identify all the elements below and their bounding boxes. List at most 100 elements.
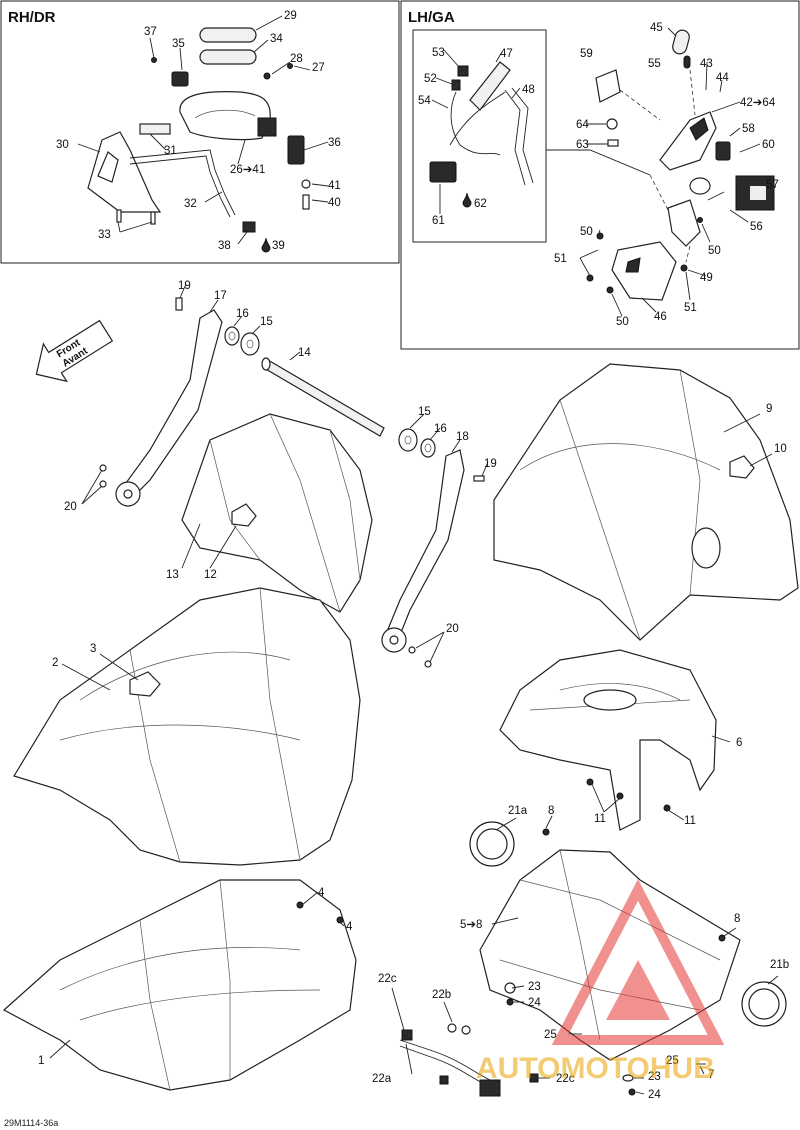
rh-panel: RH/DR xyxy=(0,0,400,264)
callout: 22b xyxy=(432,989,451,1001)
callout: 11 xyxy=(594,813,606,825)
callout: 39 xyxy=(272,240,285,252)
callout: 61 xyxy=(432,215,445,227)
callout: 14 xyxy=(298,347,311,359)
main-parts xyxy=(2,283,799,1097)
callout: 32 xyxy=(184,198,197,210)
callout: 17 xyxy=(214,290,227,302)
watermark-brand: AUTOMOTOHUB xyxy=(476,1052,715,1085)
callout: 44 xyxy=(716,72,729,84)
module-61 xyxy=(429,161,457,183)
callout: 64 xyxy=(576,119,589,131)
bracket-30 xyxy=(87,131,162,213)
grip-47 xyxy=(469,61,511,111)
callout: 12 xyxy=(204,569,217,581)
backrest-arm-18 xyxy=(385,449,465,641)
switch-59 xyxy=(595,69,621,103)
callout: 60 xyxy=(762,139,775,151)
callout: 24 xyxy=(648,1089,661,1101)
callout: 63 xyxy=(576,139,589,151)
callout: 11 xyxy=(684,815,696,827)
callout: 20 xyxy=(446,623,459,635)
handle-housing-26 xyxy=(179,91,271,141)
callout: 13 xyxy=(166,569,179,581)
switch-35 xyxy=(171,71,189,87)
seat-2 xyxy=(13,587,361,866)
cover-46 xyxy=(611,241,677,301)
callout: 41 xyxy=(328,180,341,192)
callout: 62 xyxy=(474,198,487,210)
callout: 51 xyxy=(684,302,697,314)
callout: 20 xyxy=(64,501,77,513)
callout: 45 xyxy=(650,22,663,34)
housing-insert xyxy=(257,117,277,137)
skid-plate-1 xyxy=(2,879,357,1091)
callout: 26➔41 xyxy=(230,164,265,176)
callout: 27 xyxy=(312,62,325,74)
callout: 18 xyxy=(456,431,469,443)
callout: 7 xyxy=(708,1069,714,1081)
callout: 25 xyxy=(666,1055,679,1067)
emblem-3 xyxy=(129,671,161,697)
callout: 21b xyxy=(770,959,789,971)
callout: 23 xyxy=(648,1071,661,1083)
callout: 33 xyxy=(98,229,111,241)
cargo-frame-5 xyxy=(479,849,741,1061)
callout: 22c xyxy=(378,973,397,985)
callout: 52 xyxy=(424,73,437,85)
grip-29 xyxy=(199,27,257,43)
grip-34 xyxy=(199,49,257,65)
callout: 8 xyxy=(548,805,554,817)
lh-panel: LH/GA xyxy=(400,0,800,350)
callout: 50 xyxy=(708,245,721,257)
callout: 43 xyxy=(700,58,713,70)
callout: 6 xyxy=(736,737,742,749)
rh-callouts: 29 37 35 34 28 27 30 31 26➔41 36 41 40 3… xyxy=(56,10,341,252)
callout: 46 xyxy=(654,311,667,323)
front-arrow: Front Avant xyxy=(35,319,114,383)
callout: 19 xyxy=(484,458,497,470)
callout: 50 xyxy=(580,226,593,238)
callout: 23 xyxy=(528,981,541,993)
backrest-13 xyxy=(181,413,373,613)
lh-panel-title: LH/GA xyxy=(408,9,455,26)
drawing-code: 29M1114-36a xyxy=(4,1118,58,1128)
callout: 42➔64 xyxy=(740,97,776,109)
callout: 22c xyxy=(556,1073,575,1085)
callout: 48 xyxy=(522,84,535,96)
callout: 29 xyxy=(284,10,297,22)
emblem-10 xyxy=(729,455,755,479)
callout: 1 xyxy=(38,1055,44,1067)
callout: 4 xyxy=(346,921,353,933)
bracket-49 xyxy=(667,199,701,247)
watermark: AUTOMOTOHUB xyxy=(476,879,725,1085)
callout: 59 xyxy=(580,48,593,60)
callout: 30 xyxy=(56,139,69,151)
callout: 51 xyxy=(554,253,567,265)
callout: 22a xyxy=(372,1073,392,1085)
callout: 16 xyxy=(236,308,249,320)
block-36 xyxy=(287,135,305,165)
callout: 35 xyxy=(172,38,185,50)
callout: 55 xyxy=(648,58,661,70)
callout: 8 xyxy=(734,913,740,925)
bracket-6 xyxy=(499,649,717,831)
callout: 49 xyxy=(700,272,713,284)
callout: 10 xyxy=(774,443,787,455)
callout: 21a xyxy=(508,805,528,817)
callout: 54 xyxy=(418,95,431,107)
callout: 9 xyxy=(766,403,772,415)
callout: 15 xyxy=(260,316,273,328)
rh-panel-title: RH/DR xyxy=(8,9,56,26)
callout: 31 xyxy=(164,145,177,157)
harness-subframe xyxy=(412,29,547,243)
grip-31 xyxy=(139,123,171,135)
callout: 56 xyxy=(750,221,763,233)
grip-45 xyxy=(672,29,690,55)
callout: 57 xyxy=(766,179,779,191)
callout: 40 xyxy=(328,197,341,209)
callout: 16 xyxy=(434,423,447,435)
callout: 15 xyxy=(418,406,431,418)
connector-38 xyxy=(242,221,256,233)
